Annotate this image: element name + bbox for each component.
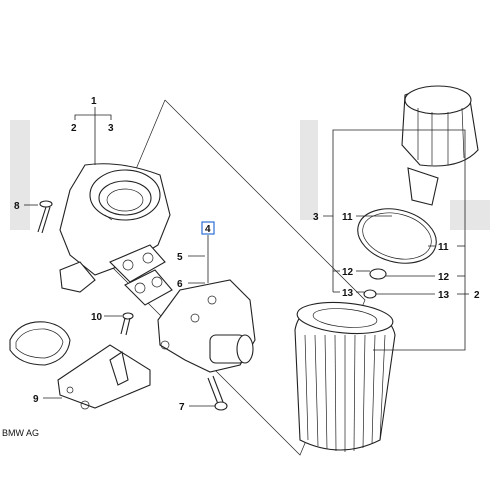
- callout-7[interactable]: 7: [179, 402, 185, 413]
- callout-1[interactable]: 1: [91, 96, 97, 107]
- seal-gasket-ring: [9, 321, 71, 366]
- bracket-9: [57, 344, 151, 410]
- callout-3-right[interactable]: 3: [313, 212, 319, 223]
- leader-lines: [24, 107, 469, 407]
- callout-12-b[interactable]: 12: [438, 272, 450, 283]
- copyright-label: BMW AG: [2, 428, 39, 438]
- o-ring-large: [357, 208, 437, 264]
- callout-5[interactable]: 5: [177, 252, 183, 263]
- callout-6[interactable]: 6: [177, 279, 183, 290]
- bolt-7: [207, 375, 228, 411]
- callout-11-a[interactable]: 11: [342, 212, 353, 223]
- callout-10[interactable]: 10: [91, 312, 103, 323]
- filter-element: [294, 301, 396, 452]
- o-ring-small-13: [363, 289, 377, 299]
- o-ring-small-12: [369, 268, 387, 280]
- callout-3[interactable]: 3: [108, 123, 114, 134]
- callout-8[interactable]: 8: [14, 201, 20, 212]
- oil-cooler-adapter: [157, 279, 256, 373]
- bolt-8: [37, 200, 53, 234]
- housing-gasket: [124, 269, 173, 306]
- bolt-10: [120, 312, 134, 336]
- callout-labels: 1 2 3 4 5 6 7 8 9 10 3 11 11 12 12 13 13…: [14, 96, 480, 413]
- watermark: [10, 120, 490, 230]
- oil-filter-housing: [59, 163, 171, 293]
- callout-13-a[interactable]: 13: [342, 288, 354, 299]
- callout-12-a[interactable]: 12: [342, 267, 354, 278]
- callout-9[interactable]: 9: [33, 394, 39, 405]
- callout-2[interactable]: 2: [71, 123, 77, 134]
- callout-4[interactable]: 4: [205, 224, 211, 235]
- callout-13-b[interactable]: 13: [438, 290, 450, 301]
- filter-cap: [401, 85, 479, 206]
- callout-4-highlight: [201, 221, 215, 235]
- callout-2-right[interactable]: 2: [474, 290, 480, 301]
- callout-11-b[interactable]: 11: [438, 242, 449, 253]
